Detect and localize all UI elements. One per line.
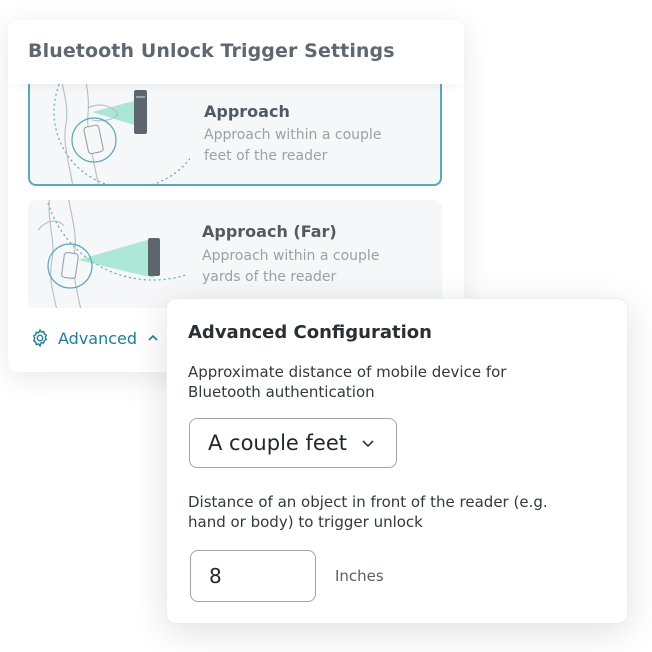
approach-illustration (30, 64, 190, 184)
trigger-settings-header: Bluetooth Unlock Trigger Settings (8, 20, 464, 84)
option-title: Approach (Far) (202, 222, 337, 241)
distance-select-value: A couple feet (208, 431, 347, 455)
object-distance-label: Distance of an object in front of the re… (188, 493, 548, 531)
object-distance-unit: Inches (335, 567, 384, 585)
chevron-down-icon (362, 440, 374, 448)
option-title: Approach (204, 102, 290, 121)
option-description: Approach within a couple feet of the rea… (204, 127, 382, 164)
distance-select[interactable]: A couple feet (189, 418, 397, 468)
advanced-label: Advanced (58, 328, 138, 348)
trigger-settings-title: Bluetooth Unlock Trigger Settings (28, 40, 395, 62)
chevron-up-icon (148, 334, 158, 341)
advanced-configuration-title: Advanced Configuration (188, 322, 432, 343)
option-approach-far[interactable]: Approach (Far) Approach within a couple … (28, 200, 442, 308)
approach-far-illustration (28, 200, 188, 308)
distance-label: Approximate distance of mobile device fo… (188, 363, 507, 401)
object-distance-input[interactable] (190, 550, 316, 602)
gear-icon (32, 328, 48, 348)
advanced-configuration-panel: Advanced Configuration Approximate dista… (166, 298, 628, 624)
advanced-toggle[interactable]: Advanced (30, 328, 159, 348)
option-description: Approach within a couple yards of the re… (202, 248, 380, 285)
